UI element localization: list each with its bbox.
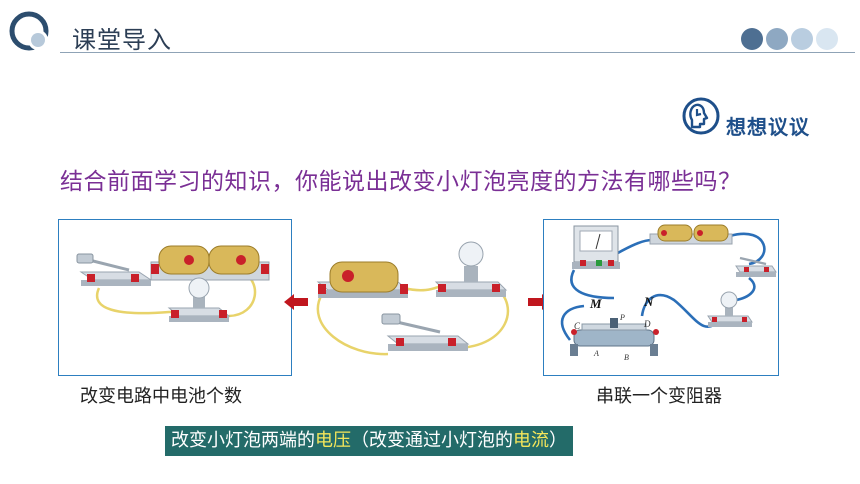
discuss-label: 想想议议 bbox=[726, 115, 810, 139]
caption-rheostat: 串联一个变阻器 bbox=[596, 386, 722, 407]
terminal-label-p: P bbox=[619, 313, 625, 322]
conclusion-text: ） bbox=[549, 430, 567, 451]
light-bulb-icon bbox=[167, 277, 231, 322]
page-title: 课堂导入 bbox=[72, 26, 172, 54]
terminal-label-m: M bbox=[589, 296, 602, 311]
conclusion-box: 改变小灯泡两端的电压（改变通过小灯泡的电流） bbox=[165, 426, 573, 456]
panel-two-batteries bbox=[58, 219, 292, 376]
battery-pair-icon bbox=[150, 245, 270, 281]
circuit-single-battery bbox=[316, 241, 510, 356]
terminal-label-n: N bbox=[643, 294, 654, 309]
rheostat-icon bbox=[570, 318, 659, 356]
knife-switch-icon bbox=[381, 313, 470, 351]
thinking-head-icon bbox=[682, 97, 720, 135]
battery-icon bbox=[316, 261, 410, 298]
highlight-current: 电流 bbox=[513, 430, 549, 451]
circuit-rheostat: M N C D P A B bbox=[560, 224, 777, 362]
conclusion-text: （改变通过小灯泡的 bbox=[351, 430, 513, 451]
terminal-label-b: B bbox=[624, 353, 629, 362]
highlight-voltage: 电压 bbox=[315, 430, 351, 451]
ammeter-icon bbox=[572, 225, 620, 269]
terminal-label-a: A bbox=[593, 349, 599, 358]
terminal-label-c: C bbox=[574, 321, 581, 331]
question-text: 结合前面学习的知识，你能说出改变小灯泡亮度的方法有哪些吗？ bbox=[60, 169, 742, 195]
header-dot bbox=[741, 28, 763, 50]
header-ring-icon bbox=[9, 11, 49, 51]
header-dot bbox=[816, 28, 838, 50]
circuit-two-batteries bbox=[76, 245, 270, 322]
light-bulb-icon bbox=[707, 291, 753, 327]
light-bulb-icon bbox=[434, 241, 508, 297]
knife-switch-icon bbox=[735, 256, 777, 277]
header-dot bbox=[791, 28, 813, 50]
header-divider bbox=[60, 52, 855, 53]
header-dot bbox=[766, 28, 788, 50]
knife-switch-icon bbox=[76, 253, 153, 286]
battery-icon bbox=[649, 224, 733, 245]
panel-rheostat: M N C D P A B bbox=[543, 219, 779, 376]
arrow-left-icon bbox=[284, 294, 308, 310]
caption-two-batteries: 改变电路中电池个数 bbox=[80, 386, 242, 407]
conclusion-text: 改变小灯泡两端的 bbox=[171, 430, 315, 451]
terminal-label-d: D bbox=[643, 319, 651, 329]
